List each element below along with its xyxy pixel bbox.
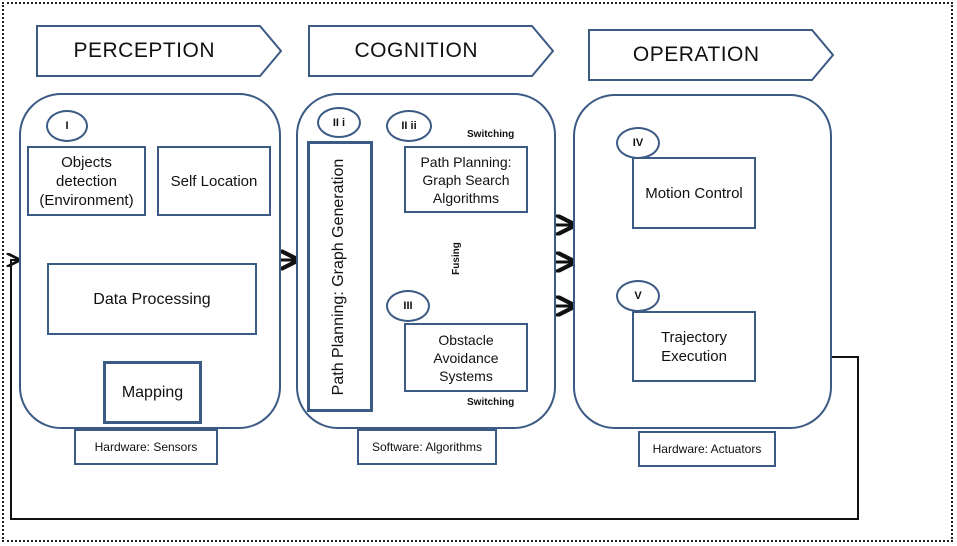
caption-software-algorithms: Software: Algorithms bbox=[357, 429, 497, 465]
trajectory-execution-label: Trajectory Execution bbox=[660, 328, 728, 365]
box-data-processing: Data Processing bbox=[47, 263, 257, 335]
banner-label: PERCEPTION bbox=[73, 39, 215, 62]
switching-label-bottom: Switching bbox=[467, 397, 515, 408]
obstacle-avoidance-label: Obstacle Avoidance Systems bbox=[433, 331, 499, 384]
motion-control-label: Motion Control bbox=[645, 184, 743, 202]
box-self-location: Self Location bbox=[157, 146, 271, 216]
box-obstacle-avoidance: Obstacle Avoidance Systems bbox=[404, 323, 528, 392]
self-location-label: Self Location bbox=[170, 172, 258, 190]
banner-label: COGNITION bbox=[354, 39, 478, 62]
data-processing-label: Data Processing bbox=[93, 290, 211, 308]
badge-iii: III bbox=[386, 290, 430, 322]
box-objects-detection: Objects detection (Environment) bbox=[27, 146, 146, 216]
badge-iv: IV bbox=[616, 127, 660, 159]
caption-hardware-sensors: Hardware: Sensors bbox=[74, 429, 218, 465]
mapping-label: Mapping bbox=[121, 384, 184, 401]
graph-generation-label: Path Planning: Graph Generation bbox=[330, 158, 347, 396]
objects-detection-label: Objects detection (Environment) bbox=[39, 153, 134, 209]
graph-search-label: Path Planning: Graph Search Algorithms bbox=[420, 153, 512, 206]
banner-cognition: COGNITION bbox=[308, 25, 554, 77]
banner-operation: OPERATION bbox=[588, 29, 834, 81]
box-trajectory-execution: Trajectory Execution bbox=[632, 311, 756, 382]
badge-i: I bbox=[46, 110, 88, 142]
feedback-loop bbox=[11, 260, 859, 520]
box-mapping: Mapping bbox=[103, 361, 202, 424]
switching-label-top: Switching bbox=[467, 129, 515, 140]
badge-ii-i: II i bbox=[317, 107, 361, 138]
badge-v: V bbox=[616, 280, 660, 312]
box-graph-search: Path Planning: Graph Search Algorithms bbox=[404, 146, 528, 213]
badge-ii-ii: II ii bbox=[386, 110, 432, 142]
box-graph-generation bbox=[307, 141, 373, 412]
banner-perception: PERCEPTION bbox=[36, 25, 282, 77]
caption-hardware-actuators: Hardware: Actuators bbox=[638, 431, 776, 467]
box-motion-control: Motion Control bbox=[632, 157, 756, 229]
banner-label: OPERATION bbox=[632, 43, 760, 66]
fusing-label: Fusing bbox=[450, 242, 462, 275]
